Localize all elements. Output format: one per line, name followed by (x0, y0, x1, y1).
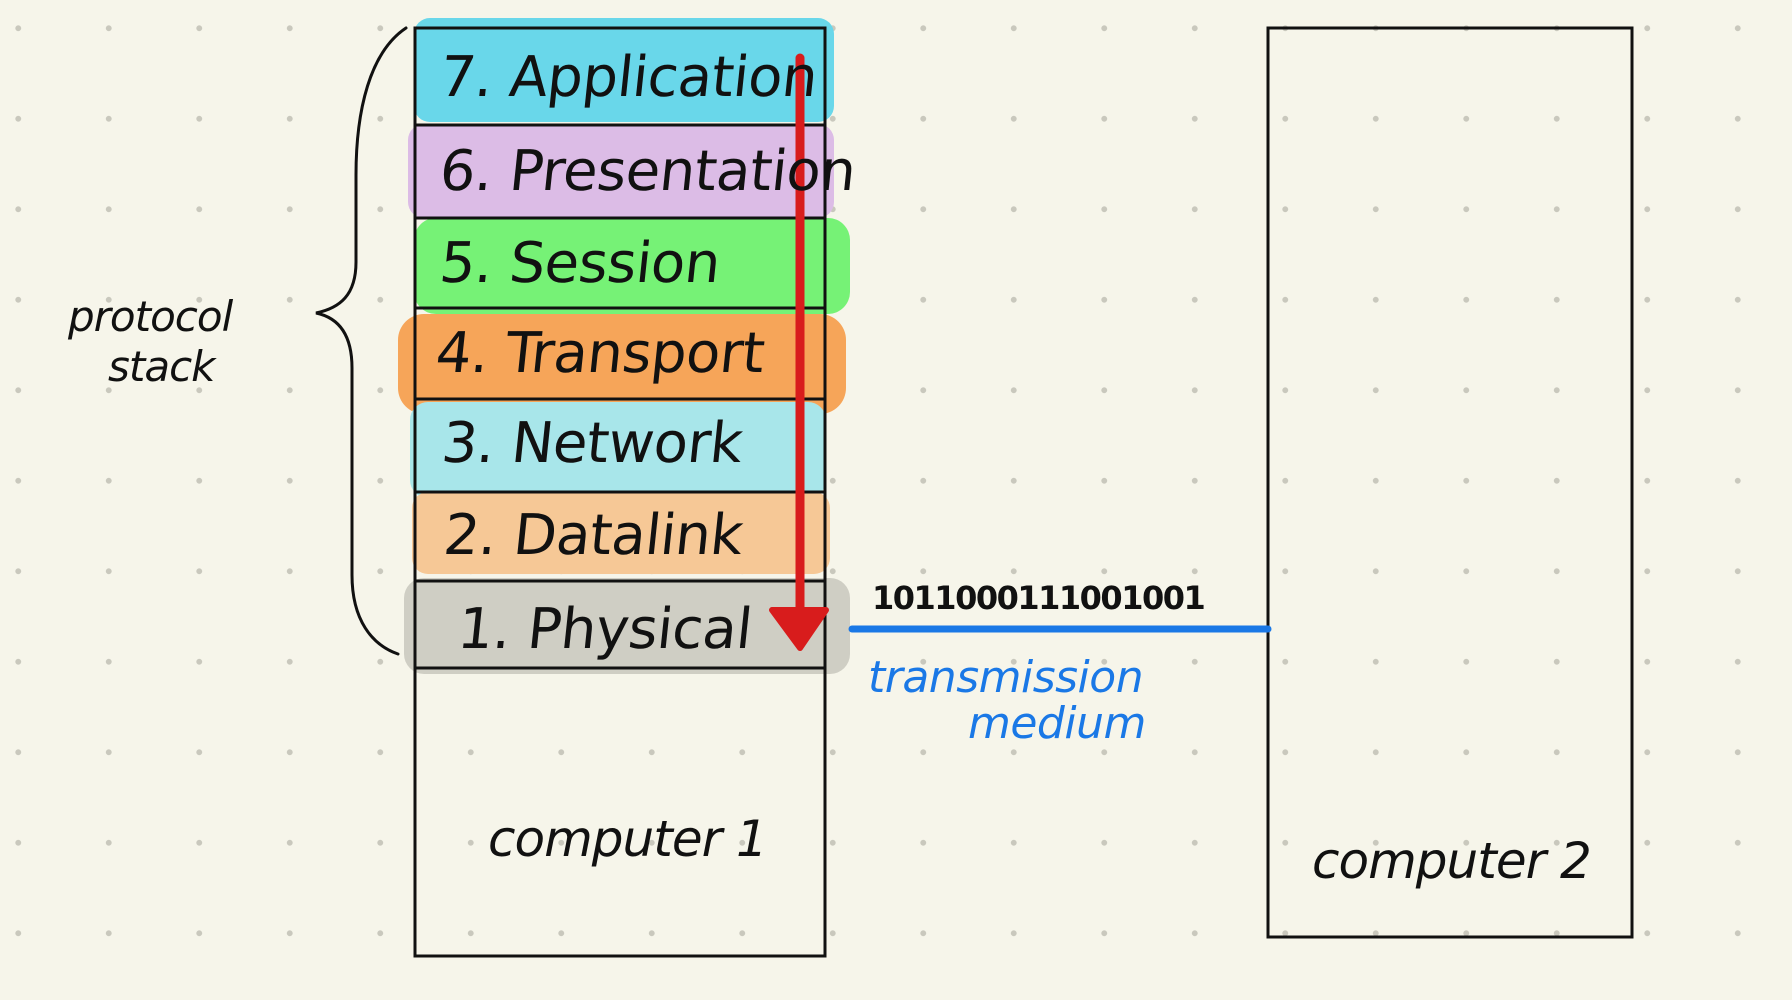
layer-3-fill (410, 402, 826, 498)
layer-2-label: 2. Datalink (440, 503, 746, 568)
layer-5-fill (414, 218, 850, 314)
downward-arrow-head (769, 607, 829, 651)
medium-label: medium (968, 698, 1146, 749)
computer-2-label: computer 2 (1312, 832, 1592, 890)
stack-label: stack (108, 342, 216, 391)
layer-3-label: 3. Network (438, 411, 746, 476)
layer-highlights (398, 18, 850, 674)
layer-1-label: 1. Physical (454, 597, 755, 662)
protocol-stack-brace (315, 26, 408, 656)
layer-7-fill (414, 18, 834, 122)
layer-7-label: 7. Application (436, 45, 821, 110)
protocol-label: protocol (68, 292, 233, 341)
layer-dividers (415, 123, 825, 670)
layer-1-fill (404, 578, 850, 674)
layer-4-label: 4. Transport (432, 321, 768, 386)
layer-2-fill (412, 492, 830, 574)
computer-2-box (1266, 26, 1634, 939)
computer-1-label: computer 1 (488, 810, 768, 868)
layer-5-label: 5. Session (436, 231, 724, 296)
layer-4-fill (398, 314, 846, 414)
bit-sequence: 1011000111001001 (872, 579, 1206, 617)
layer-6-fill (408, 124, 834, 218)
layer-6-label: 6. Presentation (436, 139, 859, 204)
transmission-label: transmission (868, 652, 1144, 703)
